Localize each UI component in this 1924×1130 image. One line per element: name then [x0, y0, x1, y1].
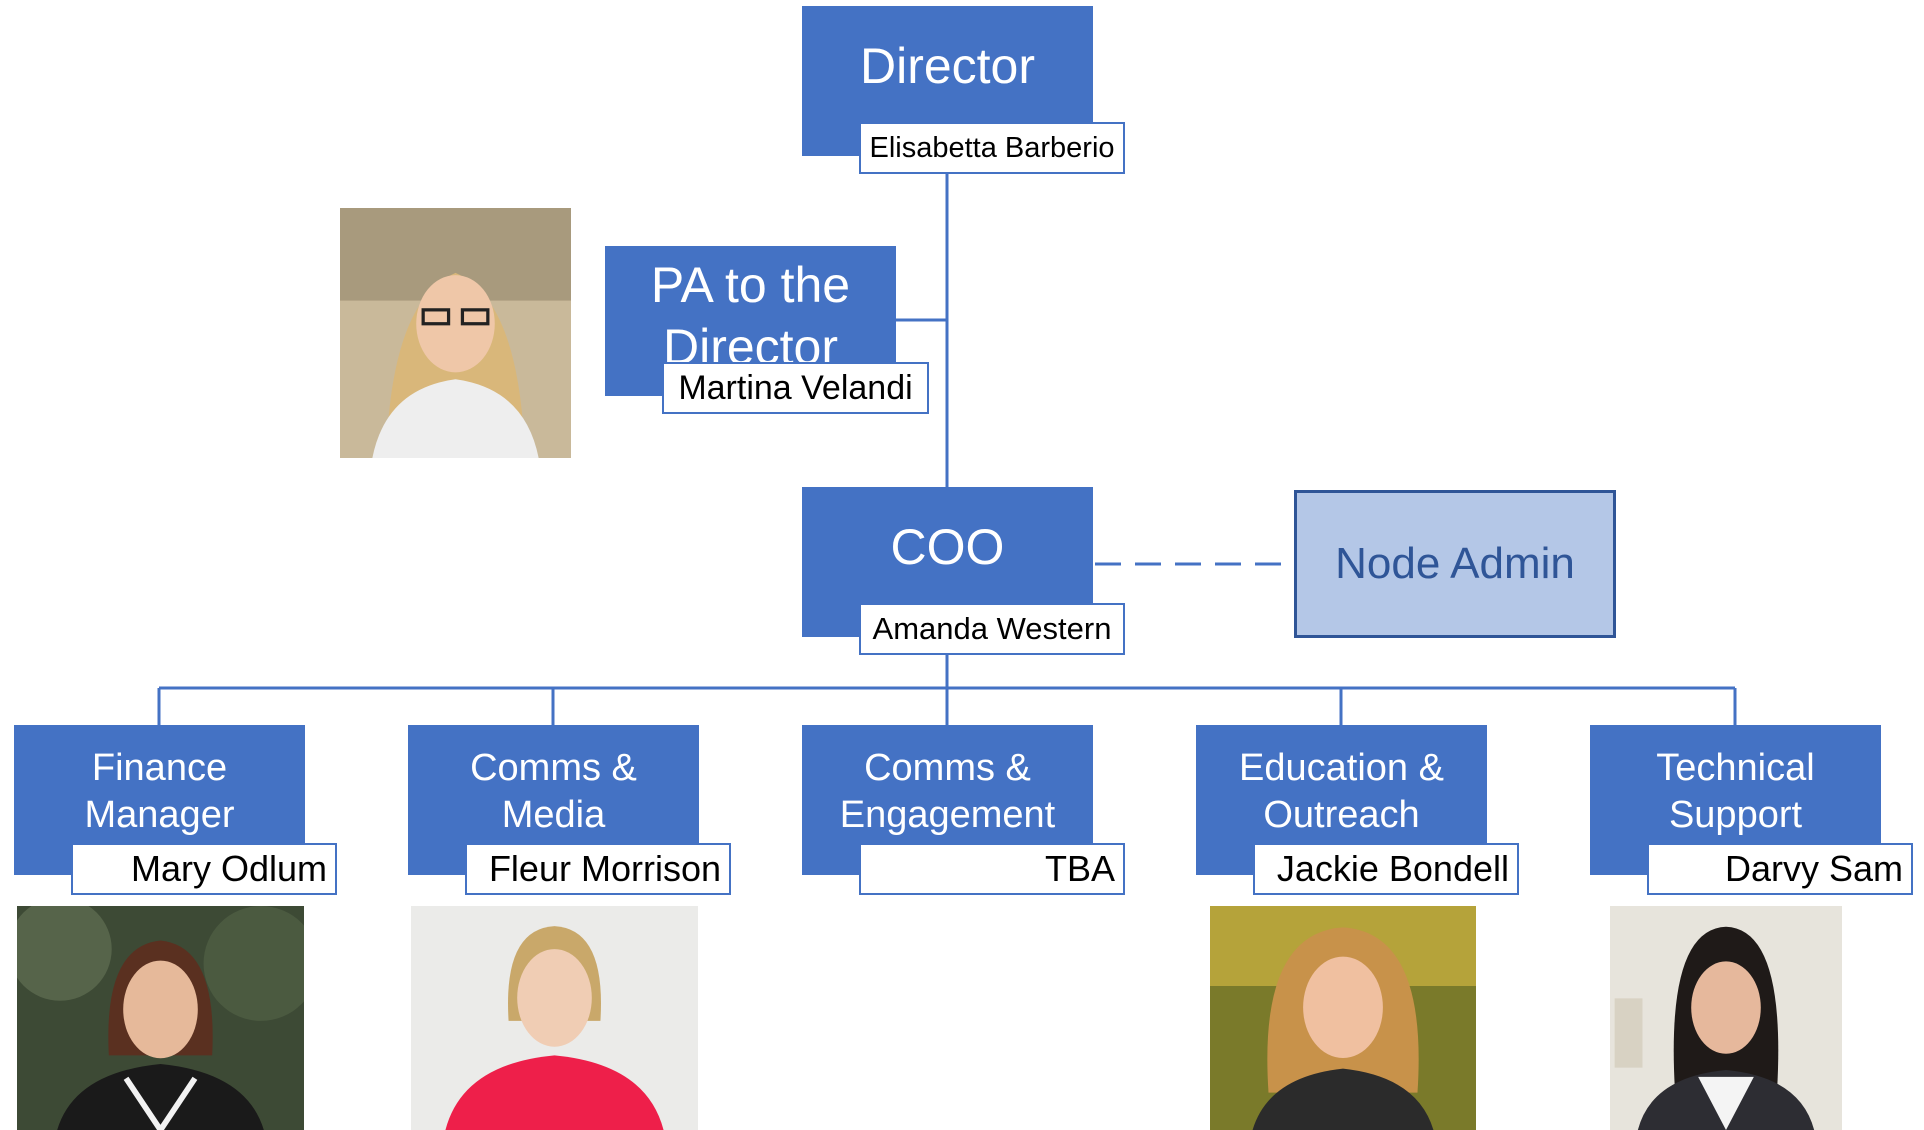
- team-title-line2: Support: [1668, 794, 1803, 836]
- portrait-icon: [411, 906, 698, 1130]
- pa-title-line1: PA to the: [650, 257, 851, 313]
- portrait-icon: [1210, 906, 1476, 1130]
- director-title: Director: [859, 38, 1036, 94]
- pa-name-tag: Martina Velandi: [662, 362, 929, 414]
- team-name-tag-finance: Mary Odlum: [71, 843, 337, 895]
- node-admin-title: Node Admin: [1335, 539, 1575, 588]
- team-name-tag-comms-engagement: TBA: [859, 843, 1125, 895]
- team-title-line2: Engagement: [839, 794, 1056, 836]
- team-name: Mary Odlum: [130, 848, 327, 889]
- coo-name-tag: Amanda Western: [859, 603, 1125, 655]
- coo-title: COO: [890, 519, 1005, 575]
- team-name: Fleur Morrison: [488, 848, 721, 889]
- team-title-line2: Media: [501, 794, 606, 836]
- node-admin-box: Node Admin: [1294, 490, 1616, 638]
- coo-name: Amanda Western: [872, 611, 1112, 646]
- team-name: Jackie Bondell: [1276, 848, 1509, 889]
- team-name: Darvy Sam: [1724, 848, 1903, 889]
- team-name-tag-education-outreach: Jackie Bondell: [1253, 843, 1519, 895]
- director-name: Elisabetta Barberio: [869, 132, 1115, 164]
- team-title-line2: Manager: [84, 794, 235, 836]
- portrait-photo-darvy: [1610, 906, 1842, 1130]
- team-box-comms-media: Comms & Media: [408, 725, 699, 875]
- portrait-photo-martina: [340, 208, 571, 458]
- team-title-line2: Outreach: [1263, 794, 1420, 836]
- director-name-tag: Elisabetta Barberio: [859, 122, 1125, 174]
- team-title-line1: Education &: [1239, 747, 1444, 789]
- team-title-line1: Technical: [1656, 747, 1815, 789]
- team-title-line1: Finance: [91, 747, 228, 789]
- portrait-icon: [340, 208, 571, 458]
- team-name: TBA: [1044, 848, 1115, 889]
- portrait-icon: [17, 906, 304, 1130]
- portrait-photo-mary: [17, 906, 304, 1130]
- team-name-tag-technical-support: Darvy Sam: [1647, 843, 1913, 895]
- portrait-icon: [1610, 906, 1842, 1130]
- team-name-tag-comms-media: Fleur Morrison: [465, 843, 731, 895]
- portrait-photo-fleur: [411, 906, 698, 1130]
- pa-name: Martina Velandi: [678, 369, 913, 407]
- portrait-photo-jackie: [1210, 906, 1476, 1130]
- team-title-line1: Comms &: [470, 747, 637, 789]
- team-title-line1: Comms &: [864, 747, 1031, 789]
